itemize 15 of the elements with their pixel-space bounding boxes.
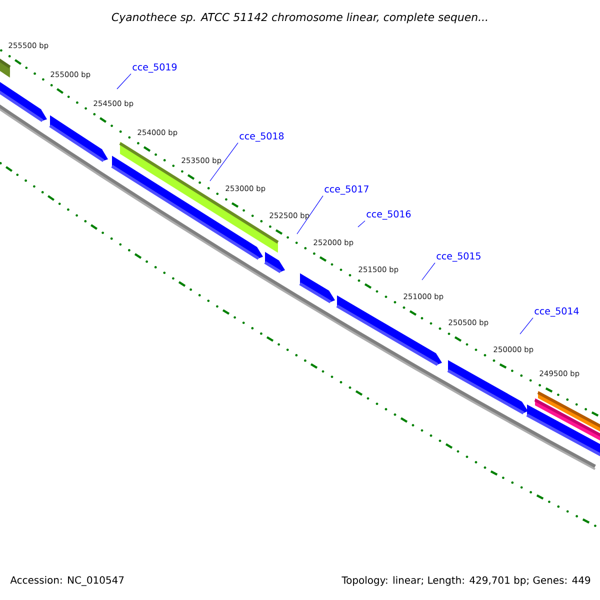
summary-label: Topology: linear; Length: 429,701 bp; Genes: 449 xyxy=(342,576,590,586)
leader-line xyxy=(210,142,238,182)
gene-label: cce_5016 xyxy=(366,210,411,220)
gene-label: cce_5014 xyxy=(534,307,579,317)
leader-line xyxy=(422,262,436,280)
gene-label: cce_5017 xyxy=(324,185,368,195)
leader-line xyxy=(358,220,366,228)
gene-label: cce_5019 xyxy=(132,63,177,73)
gene-label: cce_5015 xyxy=(436,252,480,262)
map-title: Cyanothece sp. ATCC 51142 chromosome linear, complete sequen... xyxy=(112,12,488,24)
leader-line xyxy=(296,196,324,234)
accession-label: Accession: NC_010547 xyxy=(10,576,124,586)
leader-line xyxy=(116,74,132,90)
gene-label: cce_5018 xyxy=(240,132,284,142)
leader-line xyxy=(520,318,534,334)
